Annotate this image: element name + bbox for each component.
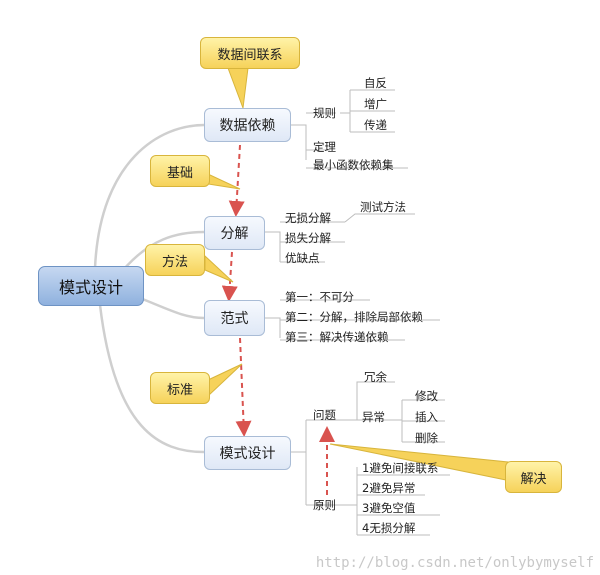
label-anomaly-update: 修改 (415, 389, 438, 403)
label-principle-3: 3避免空值 (362, 501, 416, 515)
label-problem: 问题 (313, 408, 336, 422)
pointer-method (204, 254, 234, 283)
node-normal-form[interactable]: 范式 (204, 300, 265, 336)
callout-standard-label: 标准 (166, 382, 193, 398)
label-rule-reflexive: 自反 (364, 76, 387, 90)
label-nf-first: 第一：不可分 (285, 290, 354, 304)
root-link-normal-form (139, 296, 205, 320)
node-decompose[interactable]: 分解 (204, 216, 265, 250)
label-test-method: 测试方法 (360, 200, 406, 214)
label-redundancy: 冗余 (364, 370, 387, 384)
node-normal-form-label: 范式 (220, 311, 249, 327)
node-schema-design[interactable]: 模式设计 (204, 436, 291, 470)
label-principle: 原则 (313, 498, 336, 512)
label-principle-4: 4无损分解 (362, 521, 416, 535)
callout-method-label: 方法 (161, 254, 188, 270)
label-nf-third: 第三：解决传递依赖 (285, 330, 389, 344)
node-data-dependency[interactable]: 数据依赖 (204, 108, 291, 142)
label-lossy: 损失分解 (285, 231, 331, 245)
label-anomaly-insert: 插入 (415, 410, 438, 424)
label-min-set: 最小函数依赖集 (313, 158, 394, 172)
callout-basis[interactable]: 基础 (150, 155, 210, 187)
callout-standard[interactable]: 标准 (150, 372, 210, 404)
root-node[interactable]: 模式设计 (38, 266, 144, 306)
label-pros-cons: 优缺点 (285, 251, 320, 265)
root-link-design (98, 304, 205, 454)
label-nf-second: 第二：分解，排除局部依赖 (285, 310, 423, 324)
root-link-decompose (124, 230, 205, 269)
node-data-dependency-label: 数据依赖 (219, 118, 276, 134)
label-theorem: 定理 (313, 140, 336, 154)
label-principle-2: 2避免异常 (362, 481, 416, 495)
label-rule-transitive: 传递 (364, 118, 387, 132)
node-decompose-label: 分解 (220, 226, 249, 242)
label-principle-1: 1避免间接联系 (362, 461, 439, 475)
callout-basis-label: 基础 (166, 165, 193, 181)
pointer-relations (227, 67, 249, 109)
arrow-normal-form-to-design (235, 337, 252, 437)
watermark-url: http://blog.csdn.net/onlybymyself (315, 555, 594, 571)
arrow-dependency-to-decompose (228, 144, 245, 217)
callout-solve-label: 解决 (520, 471, 547, 487)
pointer-standard (207, 363, 243, 398)
label-anomaly-delete: 删除 (415, 431, 438, 445)
callout-solve[interactable]: 解决 (505, 461, 562, 493)
root-label: 模式设计 (58, 278, 123, 297)
label-anomaly: 异常 (362, 410, 385, 424)
arrow-decompose-to-normal-form (221, 251, 238, 302)
label-rule: 规则 (313, 106, 336, 120)
callout-relations[interactable]: 数据间联系 (200, 37, 300, 69)
label-rule-augmentation: 增广 (364, 97, 387, 111)
root-link-dependency (93, 123, 205, 269)
node-schema-design-label: 模式设计 (219, 446, 276, 462)
callout-method[interactable]: 方法 (145, 244, 205, 276)
label-lossless: 无损分解 (285, 211, 331, 225)
callout-relations-label: 数据间联系 (217, 47, 283, 63)
pointer-basis (207, 173, 241, 190)
